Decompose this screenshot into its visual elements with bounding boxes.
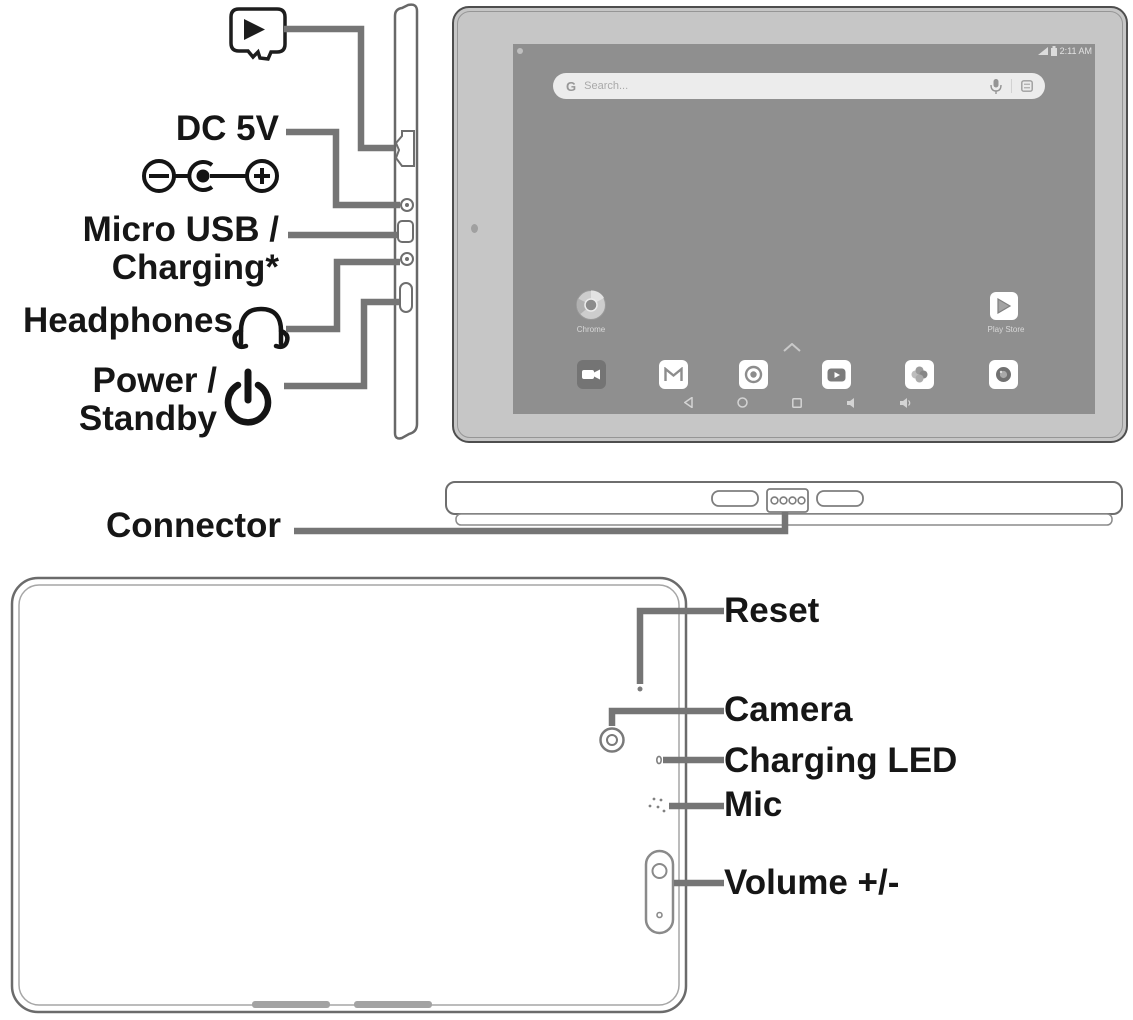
photos-icon — [911, 366, 928, 383]
speaker-slot-right — [816, 490, 864, 507]
recents-icon — [792, 397, 802, 408]
app-chrome — [575, 289, 607, 326]
micro-usb-port — [397, 220, 414, 243]
power-label-line2: Standby — [78, 399, 217, 438]
mic-icon — [990, 78, 1002, 94]
camcorder-icon — [582, 369, 600, 380]
charging-led-label: Charging LED — [724, 741, 958, 780]
battery-icon — [1050, 46, 1057, 56]
pogo-connector-pins — [770, 496, 806, 505]
dock-camera — [989, 360, 1018, 389]
leader-headphones — [286, 258, 400, 333]
home-icon — [736, 397, 748, 408]
wifi-icon — [1037, 47, 1048, 55]
back-view-outline — [10, 576, 688, 1014]
volume-up-icon — [900, 397, 911, 408]
nav-volume-down — [845, 396, 859, 409]
status-cluster: 2:11 AM — [1037, 46, 1092, 56]
micro-usb-label: Micro USB / Charging* — [83, 211, 279, 287]
app-play-store-label: Play Store — [987, 325, 1025, 334]
leader-microsd — [284, 25, 394, 152]
leader-connector — [294, 512, 789, 535]
status-time: 2:11 AM — [1059, 46, 1092, 56]
mic-holes — [648, 797, 666, 813]
dock-gmail — [659, 360, 688, 389]
front-camera — [471, 224, 478, 233]
gmail-icon — [664, 367, 683, 381]
nav-home — [735, 396, 749, 409]
chrome-icon — [744, 365, 763, 384]
front-view-inner-outline — [457, 11, 1123, 438]
google-g-icon: G — [566, 78, 577, 94]
charging-led — [655, 755, 662, 765]
mic-label: Mic — [724, 785, 783, 824]
volume-rocker-top-dot — [651, 863, 668, 879]
power-button — [399, 282, 413, 313]
leader-reset — [636, 607, 724, 684]
search-divider — [1011, 79, 1012, 93]
google-search-bar: G Search... — [553, 73, 1045, 99]
dc-jack-port-pin — [405, 203, 409, 207]
speaker-slot-left — [711, 490, 759, 507]
app-drawer-chevron-icon — [783, 343, 801, 352]
camera-icon — [996, 367, 1011, 382]
dc-label: DC 5V — [175, 109, 279, 148]
volume-label: Volume +/- — [724, 863, 900, 902]
back-bottom-slot-left — [252, 1001, 330, 1008]
home-screen: 2:11 AM G Search... — [513, 44, 1095, 414]
dock-youtube — [822, 360, 851, 389]
nav-back — [681, 396, 695, 409]
back-icon — [683, 397, 693, 408]
back-bottom-slot-right — [354, 1001, 432, 1008]
app-play-store — [990, 292, 1018, 320]
power-standby-icon — [224, 368, 272, 426]
nav-recents — [790, 396, 804, 409]
dc-polarity-icon — [142, 159, 279, 193]
leader-power — [284, 298, 399, 390]
headphone-jack-port-pin — [405, 257, 409, 261]
rear-camera-outer — [599, 727, 625, 753]
volume-down-icon — [847, 397, 854, 408]
front-view: 2:11 AM G Search... — [452, 6, 1128, 443]
chrome-icon — [576, 290, 606, 320]
dock-chrome — [739, 360, 768, 389]
dock-photos — [905, 360, 934, 389]
power-label: Power / Standby — [79, 362, 217, 438]
reset-pinhole — [637, 686, 643, 692]
microsd-slot — [394, 130, 415, 167]
notification-icon — [517, 48, 523, 54]
reset-label: Reset — [724, 591, 820, 630]
power-label-line1: Power / — [92, 361, 217, 400]
camera-label: Camera — [724, 690, 853, 729]
nav-volume-up — [899, 396, 913, 409]
headphones-label: Headphones — [22, 301, 233, 340]
micro-usb-label-line2: Charging* — [111, 248, 279, 287]
leader-dc — [286, 128, 400, 209]
play-store-icon — [997, 298, 1012, 314]
keyboard-icon — [1021, 80, 1033, 92]
leader-camera — [608, 707, 724, 726]
microsd-card-icon — [229, 7, 287, 61]
app-chrome-label: Chrome — [576, 325, 606, 334]
youtube-icon — [827, 368, 846, 381]
leader-lines — [284, 25, 789, 887]
connector-label: Connector — [106, 506, 281, 545]
headphones-icon — [232, 306, 290, 350]
back-view-inner-outline — [18, 584, 680, 1006]
micro-usb-label-line1: Micro USB / — [82, 210, 279, 249]
dock-camcorder — [577, 360, 606, 389]
search-placeholder: Search... — [584, 80, 629, 92]
volume-rocker-bottom-dot — [656, 911, 663, 919]
rear-camera-inner — [606, 734, 618, 746]
